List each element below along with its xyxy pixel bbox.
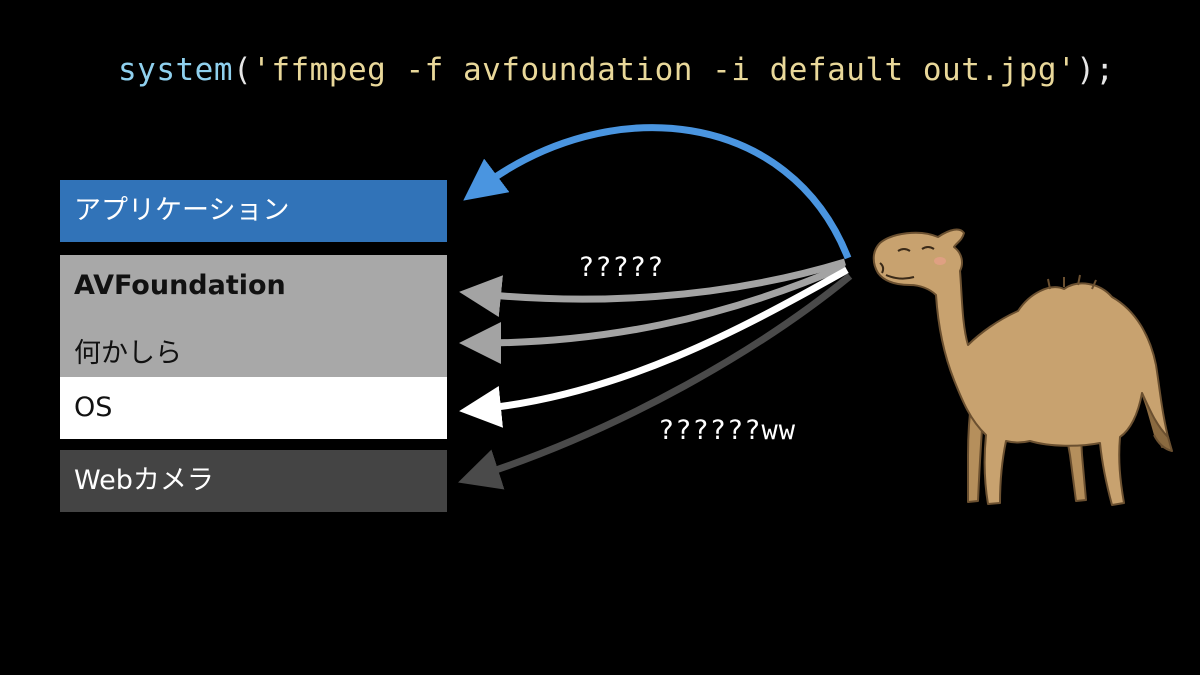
code-line: system('ffmpeg -f avfoundation -i defaul… [118,52,1115,88]
layer-application-label: アプリケーション [74,195,290,226]
arrow-to-webcam [458,273,853,490]
layer-os-label: OS [74,392,113,423]
code-close: ); [1076,52,1115,88]
layer-os: OS [60,377,447,439]
layer-avfoundation-label: AVFoundation [74,270,286,301]
layer-avfoundation-block: AVFoundation 何かしら [60,255,447,377]
code-function: system [118,52,233,88]
code-open-paren: ( [232,52,253,88]
question-label-2: ??????ww [658,415,797,446]
code-string: 'ffmpeg -f avfoundation -i default out.j… [252,52,1077,88]
layer-application: アプリケーション [60,180,447,242]
arrow-to-avfoundation [459,258,847,317]
arrow-to-something [459,262,847,364]
arrow-to-application [463,124,852,260]
arrow-to-os [459,266,849,428]
layer-webcam: Webカメラ [60,450,447,512]
question-label-1: ????? [578,252,665,283]
layer-webcam-label: Webカメラ [74,465,214,496]
layer-something-label: 何かしら [74,338,182,369]
camel-illustration [872,228,1173,506]
